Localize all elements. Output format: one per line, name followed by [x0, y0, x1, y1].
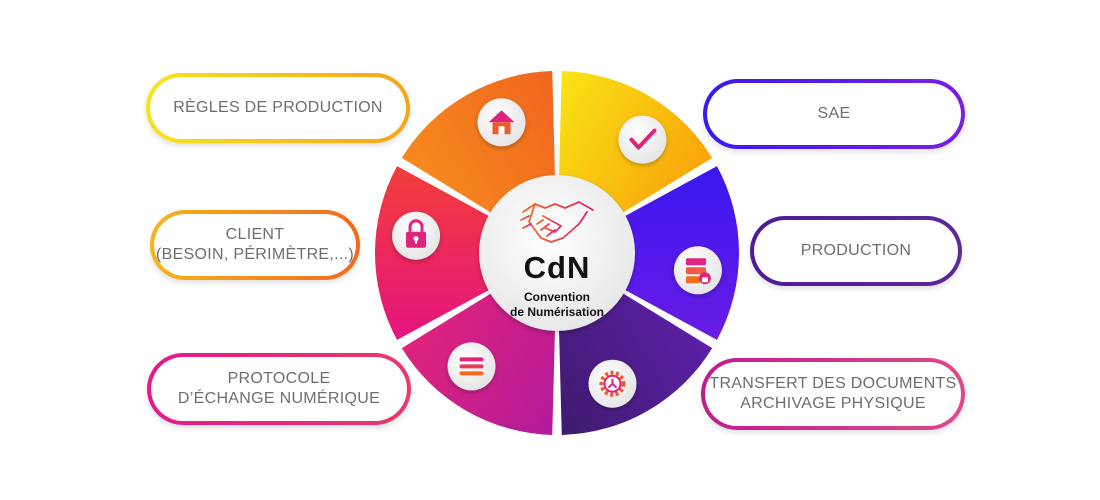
label-transfert-inner: TRANSFERT DES DOCUMENTS ARCHIVAGE PHYSIQ…: [705, 362, 961, 426]
label-production-inner: PRODUCTION: [754, 220, 958, 282]
label-protocole: PROTOCOLE D’ÉCHANGE NUMÉRIQUE: [147, 353, 411, 425]
label-client: CLIENT (BESOIN, PÉRIMÈTRE,...): [150, 210, 360, 280]
center-title: CdN: [523, 250, 591, 285]
label-sae-text: SAE: [817, 105, 851, 122]
label-transfert-text-line2: ARCHIVAGE PHYSIQUE: [740, 395, 926, 412]
segment-sae: [611, 166, 739, 340]
center-subtitle-line2: de Numérisation: [509, 305, 605, 319]
gear-icon: [588, 359, 637, 408]
label-production: PRODUCTION: [750, 216, 962, 286]
label-client-text-line2: (BESOIN, PÉRIMÈTRE,...): [155, 246, 355, 263]
center-hub: [479, 175, 635, 331]
label-sae-inner: SAE: [707, 83, 961, 145]
label-sae: SAE: [703, 79, 965, 149]
padlock-icon: [392, 211, 441, 260]
label-protocole-text-line1: PROTOCOLE: [227, 370, 331, 387]
server-lock-icon: [673, 246, 722, 295]
label-regles-de-production: RÈGLES DE PRODUCTION: [146, 73, 410, 143]
label-production-text: PRODUCTION: [800, 242, 912, 259]
center-subtitle-line1: Convention: [524, 290, 590, 304]
label-client-inner: CLIENT (BESOIN, PÉRIMÈTRE,...): [154, 214, 356, 276]
label-transfert: TRANSFERT DES DOCUMENTS ARCHIVAGE PHYSIQ…: [701, 358, 965, 430]
label-regles-inner: RÈGLES DE PRODUCTION: [150, 77, 406, 139]
label-protocole-inner: PROTOCOLE D’ÉCHANGE NUMÉRIQUE: [151, 357, 407, 421]
handshake-icon: [520, 201, 594, 243]
center-circle: [479, 175, 635, 331]
label-regles-text: RÈGLES DE PRODUCTION: [173, 99, 383, 116]
segment-protocole: [375, 166, 503, 340]
label-protocole-text-line2: D’ÉCHANGE NUMÉRIQUE: [177, 390, 381, 407]
home-icon: [477, 98, 526, 147]
label-client-text-line1: CLIENT: [225, 226, 285, 243]
checkmark-icon: [618, 115, 667, 164]
list-icon: [447, 342, 496, 391]
label-transfert-text-line1: TRANSFERT DES DOCUMENTS: [709, 375, 957, 392]
